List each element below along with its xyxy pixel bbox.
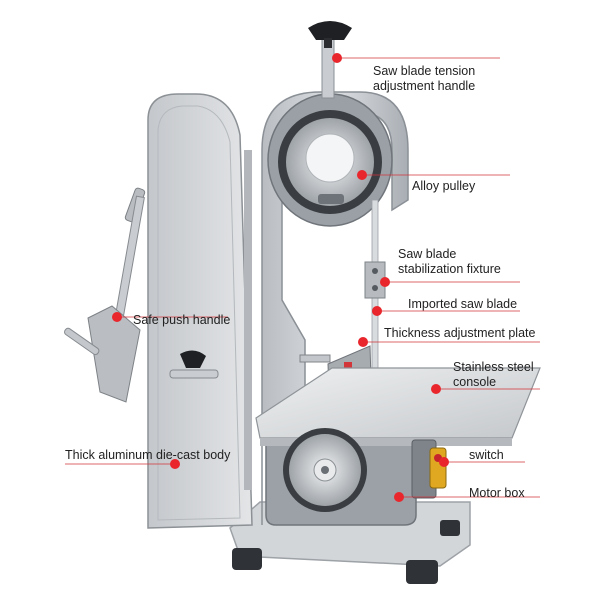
callout-dot-motor	[394, 492, 404, 502]
label-imported-blade: Imported saw blade	[408, 297, 518, 311]
label-stainless-console-line1: Stainless steel	[453, 360, 534, 374]
side-knob	[169, 350, 219, 379]
lower-pulley	[283, 428, 367, 512]
label-stainless-console: Stainless steel console	[453, 360, 534, 390]
foot	[406, 560, 438, 584]
callout-dot-push-handle	[112, 312, 122, 322]
label-tension-handle-line2: adjustment handle	[373, 79, 476, 93]
callout-dot-body	[170, 459, 180, 469]
label-stabilization-fixture: Saw blade stabilization fixture	[398, 247, 501, 277]
open-door	[147, 93, 253, 529]
label-tension-handle: Saw blade tension adjustment handle	[373, 64, 475, 94]
foot	[232, 548, 262, 570]
label-motor-box: Motor box	[469, 486, 525, 500]
saw-blade	[364, 199, 386, 441]
callout-dot-fixture	[380, 277, 390, 287]
foot	[440, 520, 460, 536]
callout-dot-pulley	[357, 170, 367, 180]
safe-push-handle	[64, 187, 146, 403]
motor-box	[411, 439, 447, 499]
callout-dots	[112, 53, 449, 502]
label-stainless-console-line2: console	[453, 375, 497, 389]
label-stabilization-fixture-line1: Saw blade	[398, 247, 457, 261]
label-aluminum-body: Thick aluminum die-cast body	[65, 448, 231, 462]
tension-handle	[308, 21, 352, 99]
label-thickness-plate: Thickness adjustment plate	[384, 326, 536, 340]
label-tension-handle-line1: Saw blade tension	[373, 64, 476, 78]
callout-dot-blade	[372, 306, 382, 316]
callout-lines	[65, 57, 540, 498]
label-safe-push-handle: Safe push handle	[133, 313, 231, 327]
label-alloy-pulley: Alloy pulley	[412, 179, 476, 193]
callout-dot-tension	[332, 53, 342, 63]
callout-dot-plate	[358, 337, 368, 347]
callout-dot-switch	[439, 457, 449, 467]
label-stabilization-fixture-line2: stabilization fixture	[398, 262, 501, 276]
upper-pulley	[278, 110, 382, 214]
label-switch: switch	[469, 448, 504, 462]
callout-dot-console	[431, 384, 441, 394]
